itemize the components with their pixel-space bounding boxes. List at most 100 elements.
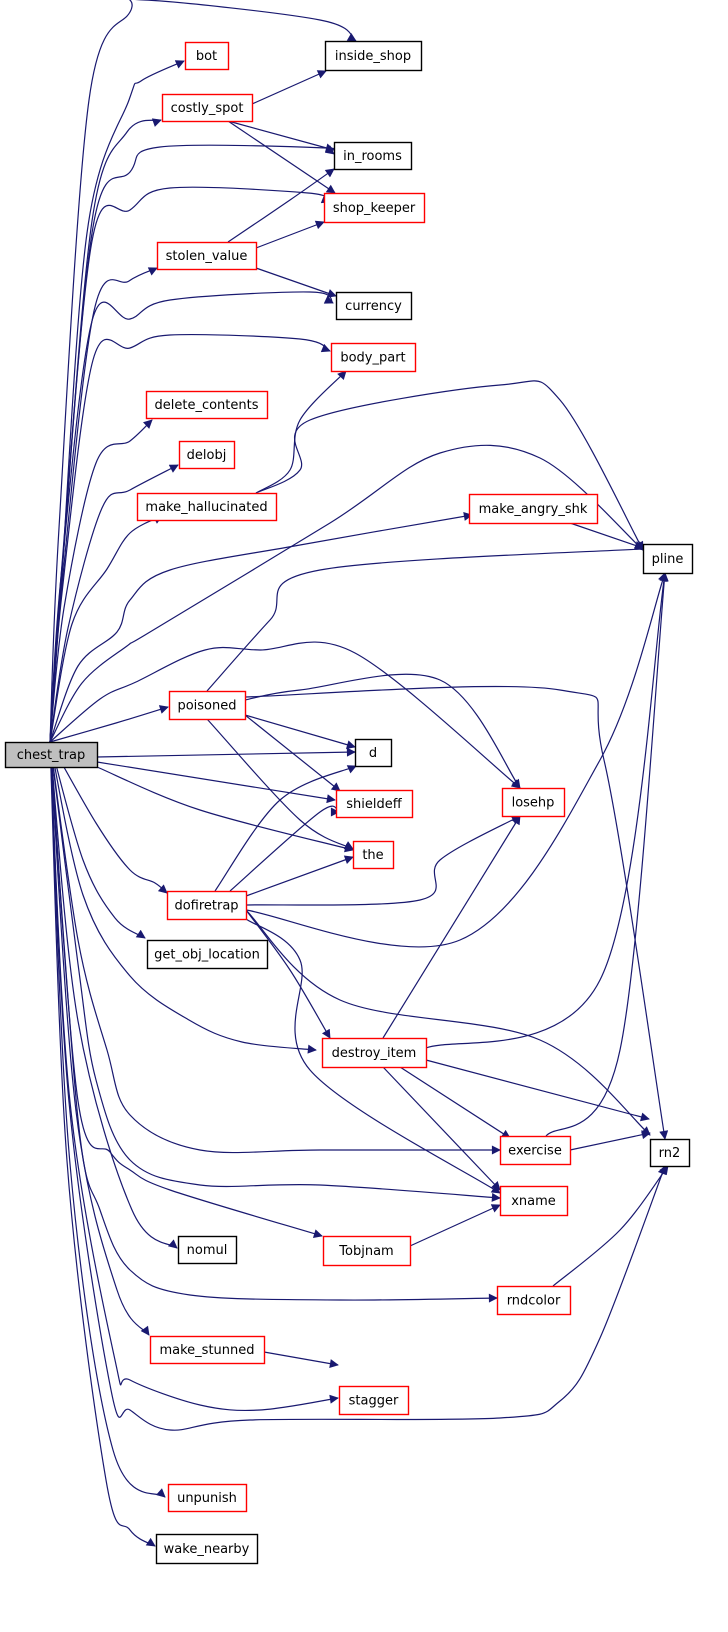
node-label-stagger: stagger bbox=[349, 1394, 399, 1409]
edge-chest_trap-to-destroy_item bbox=[49, 741, 317, 1054]
node-label-exercise: exercise bbox=[508, 1144, 562, 1159]
edge-exercise-to-rn2 bbox=[569, 1130, 651, 1151]
node-box-rn2 bbox=[649, 1138, 691, 1168]
edge-make_angry_shk-to-pline bbox=[569, 522, 644, 550]
edge-costly_spot-to-in_rooms bbox=[227, 120, 335, 153]
node-label-wake_nearby: wake_nearby bbox=[164, 1542, 250, 1557]
node-box-exercise bbox=[499, 1135, 572, 1166]
node-stagger[interactable]: stagger bbox=[338, 1385, 410, 1416]
node-box-make_stunned bbox=[149, 1335, 266, 1365]
edge-poisoned-to-the bbox=[206, 718, 354, 850]
edge-chest_trap-to-wake_nearby bbox=[49, 741, 156, 1547]
node-chest_trap[interactable]: chest_trap bbox=[4, 741, 99, 769]
node-costly_spot[interactable]: costly_spot bbox=[161, 93, 254, 123]
node-label-get_obj_location: get_obj_location bbox=[154, 948, 260, 963]
edge-poisoned-to-d bbox=[244, 714, 356, 750]
node-label-body_part: body_part bbox=[340, 351, 405, 366]
node-rndcolor[interactable]: rndcolor bbox=[496, 1285, 572, 1316]
edge-poisoned-to-rn2 bbox=[244, 685, 669, 1140]
node-xname[interactable]: xname bbox=[499, 1185, 569, 1217]
edge-destroy_item-to-pline bbox=[425, 572, 669, 1049]
node-shieldeff[interactable]: shieldeff bbox=[335, 789, 414, 819]
node-Tobjnam[interactable]: Tobjnam bbox=[322, 1235, 412, 1267]
node-bot[interactable]: bot bbox=[184, 41, 230, 71]
edge-Tobjnam-to-xname bbox=[409, 1204, 501, 1247]
node-rn2[interactable]: rn2 bbox=[649, 1138, 691, 1168]
node-box-pline bbox=[642, 543, 694, 575]
edge-destroy_item-to-xname bbox=[382, 1066, 501, 1191]
node-make_hallucinated[interactable]: make_hallucinated bbox=[136, 492, 278, 522]
edge-chest_trap-to-nomul bbox=[49, 741, 178, 1249]
node-exercise[interactable]: exercise bbox=[499, 1135, 572, 1166]
node-poisoned[interactable]: poisoned bbox=[168, 690, 247, 721]
edge-chest_trap-to-rn2 bbox=[49, 741, 667, 1431]
node-shop_keeper[interactable]: shop_keeper bbox=[323, 192, 426, 224]
node-box-costly_spot bbox=[161, 93, 254, 123]
node-inside_shop[interactable]: inside_shop bbox=[324, 40, 423, 72]
node-box-d bbox=[354, 738, 393, 768]
node-currency[interactable]: currency bbox=[335, 291, 413, 321]
edge-make_hallucinated-to-pline bbox=[255, 380, 644, 551]
edge-dofiretrap-to-rn2 bbox=[245, 909, 651, 1136]
node-delobj[interactable]: delobj bbox=[178, 440, 236, 470]
edge-costly_spot-to-shop_keeper bbox=[227, 120, 336, 194]
edge-destroy_item-to-exercise bbox=[399, 1066, 511, 1139]
node-unpunish[interactable]: unpunish bbox=[167, 1483, 248, 1513]
edge-chest_trap-to-xname bbox=[49, 741, 501, 1202]
node-box-currency bbox=[335, 291, 413, 321]
node-box-make_angry_shk bbox=[468, 493, 599, 525]
edge-dofiretrap-to-d bbox=[214, 765, 357, 892]
edge-destroy_item-to-losehp bbox=[382, 815, 521, 1039]
edge-chest_trap-to-make_stunned bbox=[49, 741, 150, 1336]
edge-chest_trap-to-shieldeff bbox=[96, 761, 336, 804]
node-make_stunned[interactable]: make_stunned bbox=[149, 1335, 266, 1365]
node-wake_nearby[interactable]: wake_nearby bbox=[155, 1533, 259, 1565]
node-losehp[interactable]: losehp bbox=[501, 787, 566, 818]
edge-stolen_value-to-shop_keeper bbox=[255, 220, 325, 249]
edge-destroy_item-to-rn2 bbox=[425, 1059, 650, 1122]
node-get_obj_location[interactable]: get_obj_location bbox=[146, 939, 269, 970]
node-nomul[interactable]: nomul bbox=[177, 1235, 238, 1265]
node-label-shop_keeper: shop_keeper bbox=[333, 201, 416, 216]
edge-poisoned-to-shieldeff bbox=[244, 714, 341, 792]
node-label-make_stunned: make_stunned bbox=[159, 1343, 254, 1358]
edge-dofiretrap-to-xname bbox=[245, 918, 501, 1194]
edge-dofiretrap-to-destroy_item bbox=[245, 909, 331, 1039]
node-label-poisoned: poisoned bbox=[177, 699, 236, 714]
edge-chest_trap-to-d bbox=[96, 747, 356, 758]
edge-poisoned-to-losehp bbox=[244, 673, 521, 789]
node-dofiretrap[interactable]: dofiretrap bbox=[166, 890, 248, 921]
edge-make_hallucinated-to-body_part bbox=[255, 370, 347, 494]
edge-chest_trap-to-exercise bbox=[49, 741, 501, 1155]
node-the[interactable]: the bbox=[352, 840, 395, 870]
edge-chest_trap-to-pline bbox=[49, 444, 644, 743]
edge-costly_spot-to-inside_shop bbox=[251, 70, 327, 105]
edge-chest_trap-to-body_part bbox=[49, 333, 331, 743]
node-stolen_value[interactable]: stolen_value bbox=[156, 241, 258, 271]
edge-chest_trap-to-delobj bbox=[49, 464, 179, 743]
edge-stolen_value-to-currency bbox=[255, 267, 337, 298]
node-box-the bbox=[352, 840, 395, 870]
node-make_angry_shk[interactable]: make_angry_shk bbox=[468, 493, 599, 525]
node-box-bot bbox=[184, 41, 230, 71]
node-pline[interactable]: pline bbox=[642, 543, 694, 575]
edge-chest_trap-to-Tobjnam bbox=[49, 741, 323, 1238]
node-label-make_angry_shk: make_angry_shk bbox=[479, 502, 588, 517]
edge-chest_trap-to-stagger bbox=[49, 741, 339, 1412]
node-box-body_part bbox=[330, 342, 417, 373]
node-label-losehp: losehp bbox=[512, 796, 555, 811]
edge-stolen_value-to-in_rooms bbox=[227, 168, 335, 243]
edge-chest_trap-to-delete_contents bbox=[49, 419, 153, 743]
node-delete_contents[interactable]: delete_contents bbox=[145, 390, 269, 420]
node-body_part[interactable]: body_part bbox=[330, 342, 417, 373]
node-destroy_item[interactable]: destroy_item bbox=[321, 1037, 428, 1069]
node-layer: chest_trap bot inside_shop costly_spot in_ro… bbox=[4, 40, 694, 1565]
node-in_rooms[interactable]: in_rooms bbox=[333, 141, 413, 171]
node-d[interactable]: d bbox=[354, 738, 393, 768]
node-box-delobj bbox=[178, 440, 236, 470]
node-box-wake_nearby bbox=[155, 1533, 259, 1565]
node-box-poisoned bbox=[168, 690, 247, 721]
node-label-delete_contents: delete_contents bbox=[155, 398, 259, 413]
node-label-dofiretrap: dofiretrap bbox=[174, 899, 238, 914]
node-label-rndcolor: rndcolor bbox=[507, 1294, 561, 1309]
